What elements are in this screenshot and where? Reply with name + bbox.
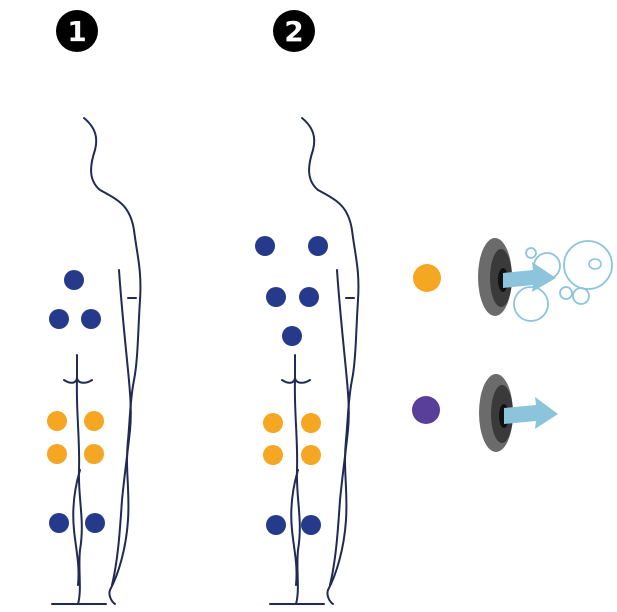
cupping-point: [84, 411, 104, 431]
massage-point: [282, 326, 302, 346]
suction-device-arrow-icon: [479, 374, 558, 452]
legend-row-cupping: [413, 238, 613, 322]
massage-point: [266, 515, 286, 535]
massage-point: [49, 309, 69, 329]
massage-point: [255, 236, 275, 256]
cupping-point: [301, 445, 321, 465]
step-number-2: 2: [284, 15, 303, 48]
massage-point: [308, 236, 328, 256]
step-badge-2: 2: [273, 10, 315, 52]
massage-point: [266, 287, 286, 307]
cupping-point: [47, 411, 67, 431]
cupping-point: [301, 413, 321, 433]
legend-row-massage: [412, 374, 558, 452]
body-figure-2: [269, 117, 360, 605]
massage-point: [49, 513, 69, 533]
massage-point: [81, 309, 101, 329]
massage-point: [301, 515, 321, 535]
cupping-point: [47, 444, 67, 464]
cupping-point: [84, 444, 104, 464]
massage-point: [85, 513, 105, 533]
step-badge-1: 1: [56, 10, 98, 52]
step-number-1: 1: [67, 15, 86, 48]
suction-device-bubbles-icon: [478, 238, 613, 322]
massage-point: [299, 287, 319, 307]
orange-dot-icon: [413, 264, 441, 292]
massage-point: [64, 270, 84, 290]
figure-1-points: [47, 270, 105, 533]
cupping-point: [263, 445, 283, 465]
purple-dot-icon: [412, 396, 440, 424]
figure-2-points: [255, 236, 328, 535]
cupping-point: [263, 413, 283, 433]
body-figure-1: [51, 117, 142, 605]
